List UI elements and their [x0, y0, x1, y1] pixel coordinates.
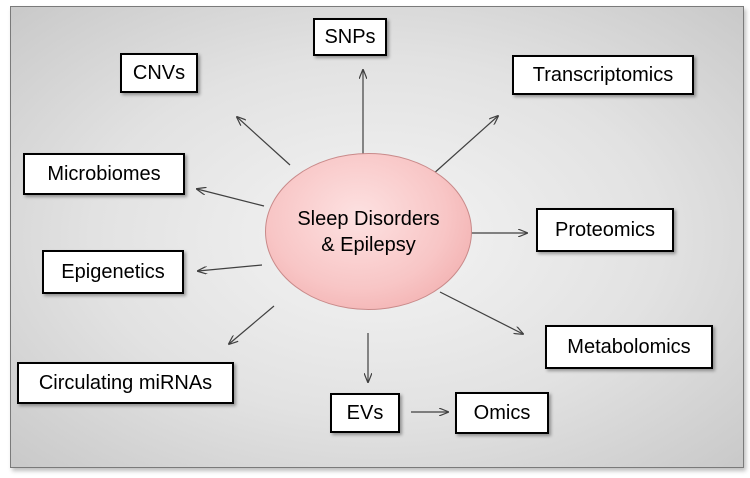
node-snps: SNPs: [313, 18, 387, 56]
node-transcriptomics: Transcriptomics: [512, 55, 694, 95]
node-omics: Omics: [455, 392, 549, 434]
node-evs: EVs: [330, 393, 400, 433]
node-cnvs: CNVs: [120, 53, 198, 93]
arrow-to-metabolomics: [439, 291, 523, 334]
node-microbiomes: Microbiomes: [23, 153, 185, 195]
node-metabolomics: Metabolomics: [545, 325, 713, 369]
arrow-to-microbiomes: [197, 189, 265, 207]
arrow-to-circulating-mirnas: [229, 305, 275, 344]
node-epigenetics: Epigenetics: [42, 250, 184, 294]
node-circulating-mirnas: Circulating miRNAs: [17, 362, 234, 404]
arrow-to-cnvs: [237, 117, 291, 166]
node-proteomics: Proteomics: [536, 208, 674, 252]
center-label-line1: Sleep Disorders: [297, 207, 440, 230]
arrow-to-transcriptomics: [431, 116, 498, 176]
arrow-to-epigenetics: [198, 264, 263, 271]
center-node-sleep-disorders-epilepsy: Sleep Disorders & Epilepsy: [265, 153, 472, 310]
center-label-line2: & Epilepsy: [321, 233, 416, 256]
